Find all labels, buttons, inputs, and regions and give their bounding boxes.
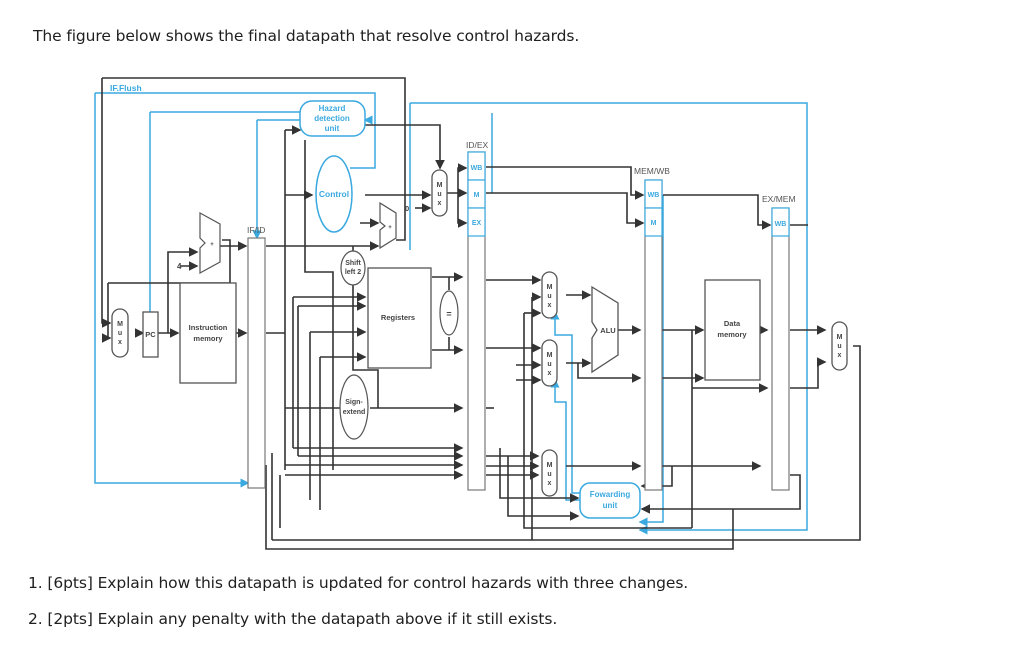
svg-text:u: u <box>118 330 122 337</box>
svg-text:IF/ID: IF/ID <box>247 225 265 235</box>
alu: ALU <box>591 285 619 374</box>
ex-mem-wb-field: WB <box>775 221 787 228</box>
svg-text:unit: unit <box>603 501 618 510</box>
question-1: 1. [6pts] Explain how this datapath is u… <box>28 574 689 592</box>
svg-text:ALU: ALU <box>600 326 615 335</box>
ex-mem-register: EX/MEM WB <box>762 194 796 491</box>
svg-text:+: + <box>388 225 392 231</box>
svg-text:memory: memory <box>717 330 747 339</box>
if-flush-label: IF.Flush <box>110 83 142 93</box>
sign-extend-unit: Sign- extend <box>339 374 369 440</box>
svg-text:u: u <box>547 471 551 478</box>
register-file: Registers <box>367 267 432 369</box>
if-flush-wire <box>95 92 376 169</box>
id-ex-wb-field: WB <box>471 165 483 172</box>
svg-text:MEM/WB: MEM/WB <box>634 166 670 176</box>
svg-text:=: = <box>446 309 451 319</box>
control-mux: M u x <box>431 169 448 217</box>
mem-wb-wb-field: WB <box>648 192 660 199</box>
svg-text:M: M <box>117 321 123 328</box>
writeback-mux: M u x <box>831 321 848 371</box>
svg-text:M: M <box>547 352 553 359</box>
mem-wb-register: MEM/WB WB M <box>634 166 670 491</box>
svg-text:x: x <box>548 302 552 309</box>
data-wires <box>101 77 861 550</box>
svg-text:+: + <box>210 242 214 248</box>
svg-text:Sign-: Sign- <box>345 399 363 406</box>
svg-text:x: x <box>548 370 552 377</box>
pc-register: PC <box>142 311 159 358</box>
constant-four-label: 4 <box>177 262 182 271</box>
equality-comparator: = <box>439 290 459 336</box>
svg-text:PC: PC <box>145 330 156 339</box>
data-memory: Data memory <box>704 279 761 381</box>
id-ex-ex-field: EX <box>472 220 482 227</box>
svg-text:extend: extend <box>343 409 366 416</box>
svg-text:Data: Data <box>724 319 741 328</box>
svg-text:x: x <box>838 352 842 359</box>
if-id-register: IF/ID <box>247 225 266 489</box>
svg-text:x: x <box>118 339 122 346</box>
alu-mux-a: M u x <box>541 271 558 319</box>
svg-text:M: M <box>437 182 443 189</box>
svg-text:Hazard: Hazard <box>319 104 346 113</box>
svg-text:Instruction: Instruction <box>189 323 228 332</box>
svg-text:u: u <box>837 343 841 350</box>
instruction-memory: Instruction memory <box>179 282 237 384</box>
id-ex-register: ID/EX WB M EX <box>466 140 489 491</box>
svg-text:x: x <box>548 480 552 487</box>
svg-text:x: x <box>438 200 442 207</box>
svg-text:memory: memory <box>193 334 223 343</box>
svg-text:Fowarding: Fowarding <box>590 490 631 499</box>
mem-wb-m-field: M <box>651 220 657 227</box>
svg-text:unit: unit <box>325 124 340 133</box>
svg-text:ID/EX: ID/EX <box>466 140 489 150</box>
svg-text:M: M <box>837 334 843 341</box>
svg-text:EX/MEM: EX/MEM <box>762 194 796 204</box>
forwarding-unit: Fowarding unit <box>579 482 641 519</box>
shift-left-2-unit: Shift left 2 <box>340 250 366 286</box>
question-2: 2. [2pts] Explain any penalty with the d… <box>28 610 558 628</box>
svg-text:Control: Control <box>319 189 349 199</box>
svg-text:detection: detection <box>314 114 350 123</box>
svg-text:left 2: left 2 <box>345 269 361 276</box>
svg-text:M: M <box>547 284 553 291</box>
svg-text:Shift: Shift <box>345 260 361 267</box>
svg-text:u: u <box>547 361 551 368</box>
branch-adder: + <box>379 201 397 250</box>
svg-text:Registers: Registers <box>381 313 415 322</box>
hazard-detection-unit: Hazard detection unit <box>299 100 366 137</box>
constant-zero-label: 0 <box>405 204 409 213</box>
svg-text:u: u <box>437 191 441 198</box>
reg-dst-mux: M u x <box>541 449 558 497</box>
alu-mux-b: M u x <box>541 339 558 387</box>
control-unit: Control <box>315 155 353 233</box>
pc-adder: + <box>199 211 221 275</box>
svg-text:M: M <box>547 462 553 469</box>
intro-text: The figure below shows the final datapat… <box>33 27 580 45</box>
svg-text:u: u <box>547 293 551 300</box>
id-ex-m-field: M <box>474 192 480 199</box>
pc-mux: M u x <box>111 308 129 358</box>
